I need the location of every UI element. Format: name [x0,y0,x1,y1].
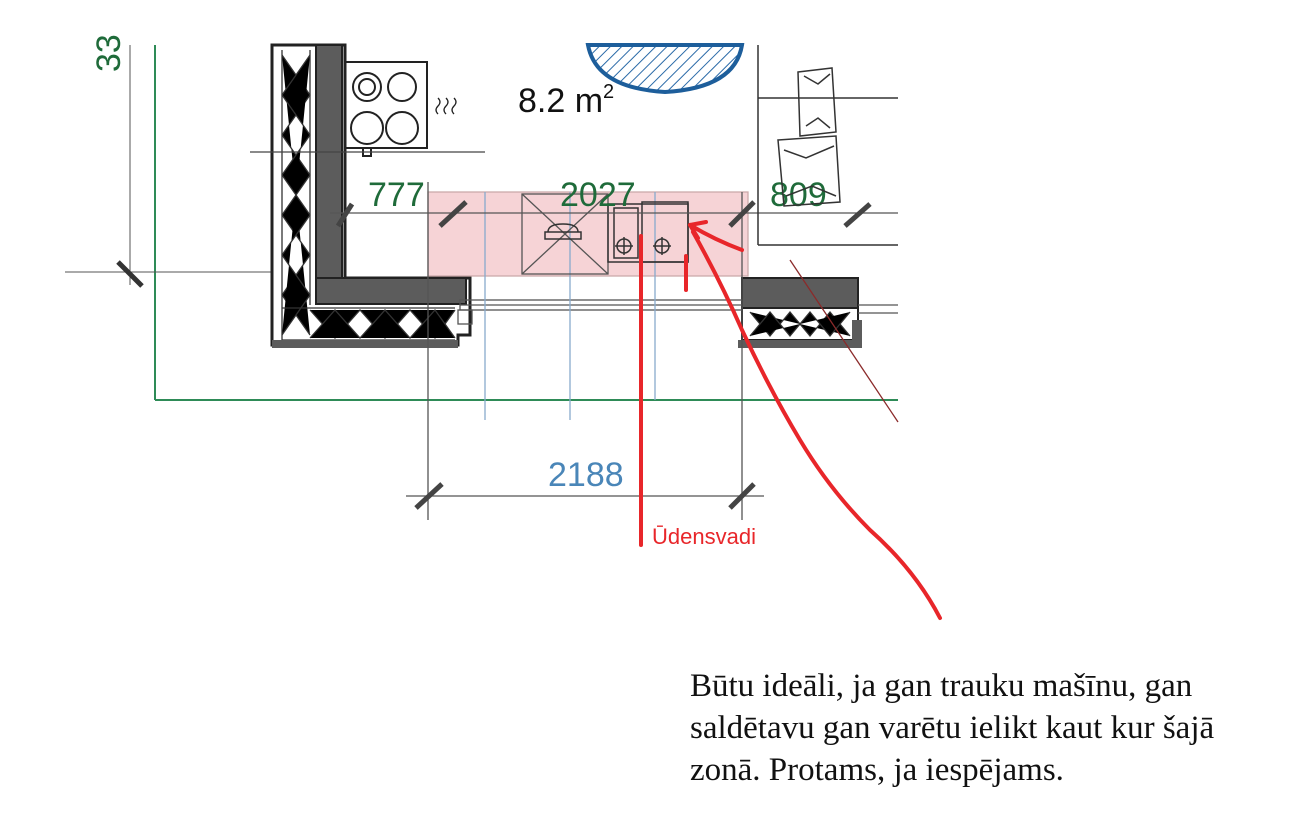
door-swing-line [789,259,899,423]
dimension-777: 777 [368,176,425,214]
note-text: Būtu ideāli, ja gan trauku mašīnu, gan s… [690,665,1270,791]
left-wall [270,43,472,348]
dimension-809: 809 [770,176,827,214]
note-line: saldētavu gan varētu ielikt kaut kur šaj… [690,710,1215,746]
dimension-line-counter [330,182,898,520]
stove-symbol [344,61,457,157]
dimension-frame [154,45,898,401]
dimension-2027: 2027 [560,176,636,214]
bedroom-furniture [757,45,898,246]
sink-symbol [607,201,689,263]
faucet-symbol [544,223,582,240]
note-line: zonā. Protams, ja iespējams. [690,752,1064,788]
dining-table-symbol [585,43,745,95]
red-annotation [639,220,942,620]
right-wall [738,277,862,348]
pipe-label: Ūdensvadi [652,524,756,549]
room-area-label: 8.2 m2 [518,81,614,120]
kitchen-counter [427,191,749,420]
floor-plan: 777 2027 809 33 8.2 m2 2188 Ūdensvadi [65,34,942,620]
note-line: Būtu ideāli, ja gan trauku mašīnu, gan [690,668,1193,704]
dimension-line-2188 [406,482,764,510]
dimension-2188: 2188 [548,456,624,494]
dimension-partial-vertical: 33 [90,34,128,72]
